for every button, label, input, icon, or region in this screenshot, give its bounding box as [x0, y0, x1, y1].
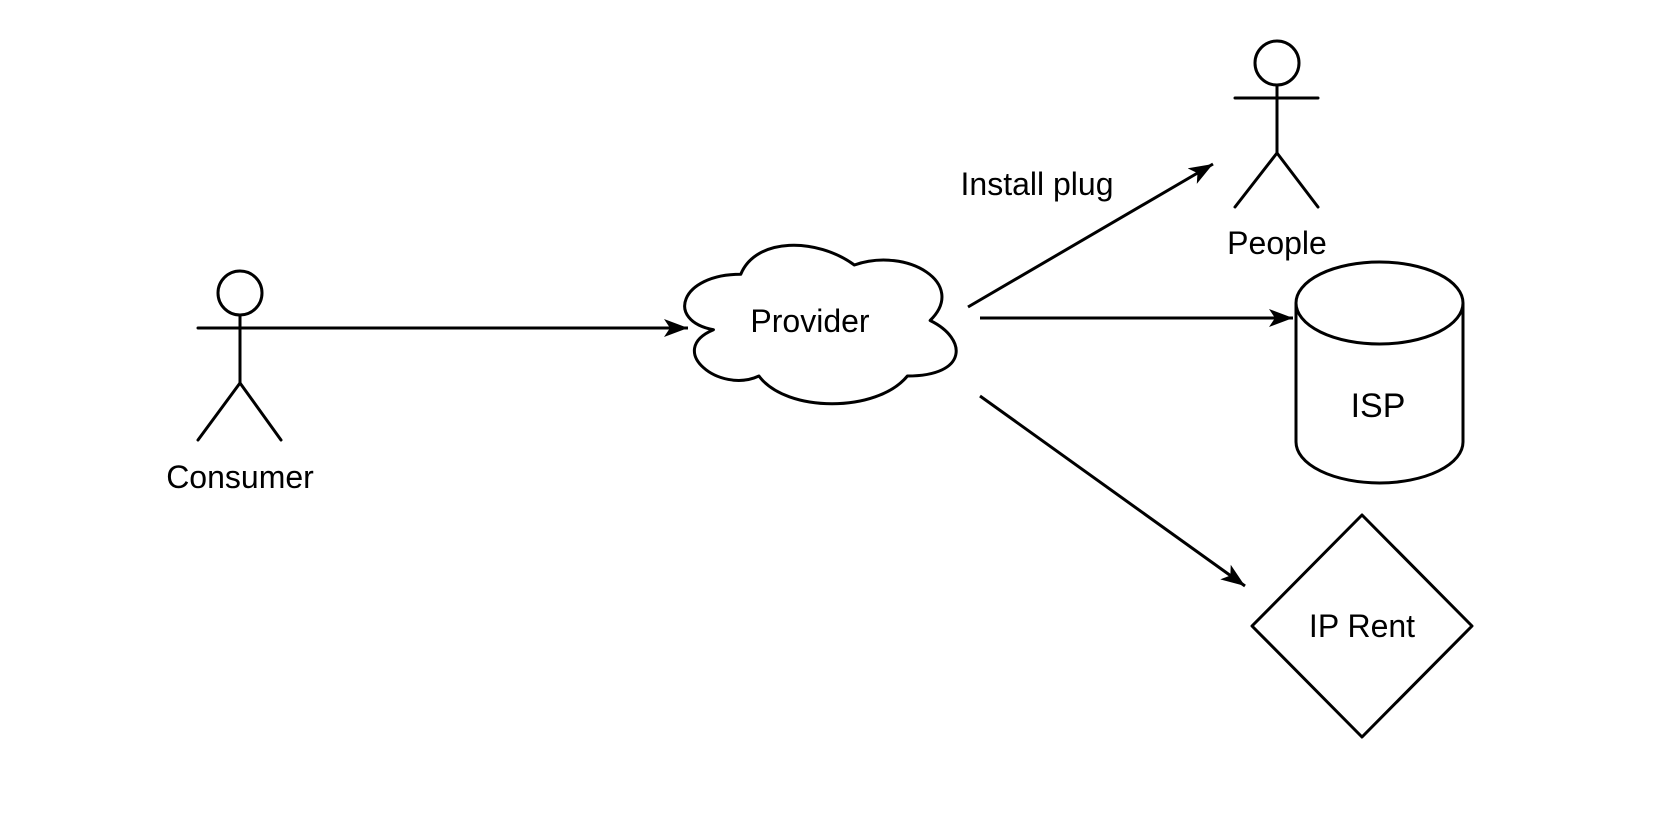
consumer-head — [216, 269, 264, 317]
ip-rent-decision: IP Rent — [1250, 513, 1474, 739]
people-label: People — [1227, 225, 1327, 261]
people-head — [1253, 39, 1301, 87]
edge-provider-people-label: Install plug — [961, 166, 1114, 202]
isp-database: ISP — [1294, 260, 1465, 485]
consumer-actor: Consumer — [166, 269, 314, 495]
provider-label: Provider — [750, 303, 870, 339]
people-actor: People — [1227, 39, 1327, 261]
consumer-right-leg — [238, 381, 283, 442]
consumer-label: Consumer — [166, 459, 314, 495]
isp-cylinder-body — [1294, 303, 1465, 485]
people-left-leg — [1233, 151, 1279, 209]
edge-provider-iprent-line — [979, 394, 1246, 588]
edge-provider-people-line — [967, 162, 1214, 309]
edge-provider-iprent — [979, 394, 1246, 588]
edge-provider-people: Install plug — [961, 162, 1214, 309]
people-right-leg — [1275, 151, 1320, 209]
ip-rent-diamond-shape — [1250, 513, 1474, 739]
consumer-left-leg — [196, 381, 242, 442]
ip-rent-label: IP Rent — [1309, 608, 1415, 644]
isp-label: ISP — [1351, 387, 1406, 425]
isp-cylinder-top — [1294, 260, 1465, 346]
provider-cloud-shape — [683, 243, 958, 406]
provider-cloud: Provider — [683, 243, 958, 406]
